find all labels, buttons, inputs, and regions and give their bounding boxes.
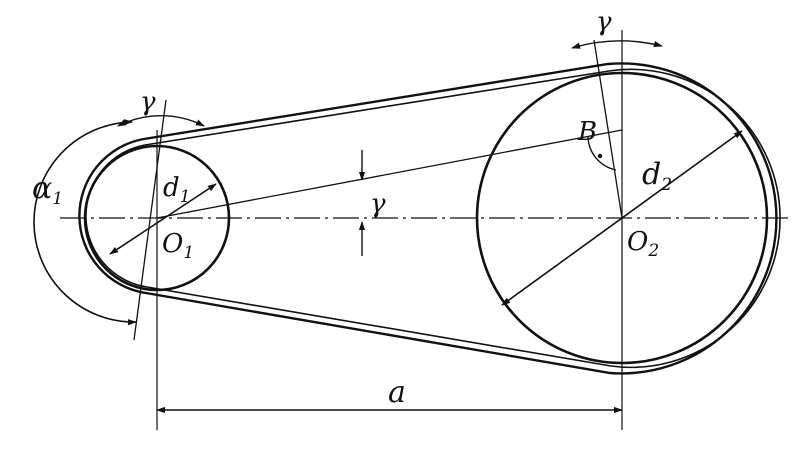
b-label: B [577,117,597,147]
small-pulley [83,144,231,292]
a-label: a [388,375,406,410]
o2-label: O2 [627,227,659,261]
d2-dimension-arrow [501,130,743,306]
o1-label: O1 [162,229,194,263]
belt-inner [85,68,781,369]
gamma-arc-top-right [571,40,663,49]
gamma-label-center: γ [370,189,386,219]
alpha1-label: α1 [32,171,63,209]
right-angle-arc [587,136,617,171]
gamma-label-top-right: γ [596,7,612,37]
gamma-arc-top-left [117,115,205,127]
large-pulley [475,71,769,365]
alpha1-angle-arc [33,119,137,326]
gamma-label-top-left: γ [140,87,156,117]
d1-label: d1 [163,173,190,207]
right-angle-dot [597,153,603,159]
d2-label: d2 [642,157,672,195]
